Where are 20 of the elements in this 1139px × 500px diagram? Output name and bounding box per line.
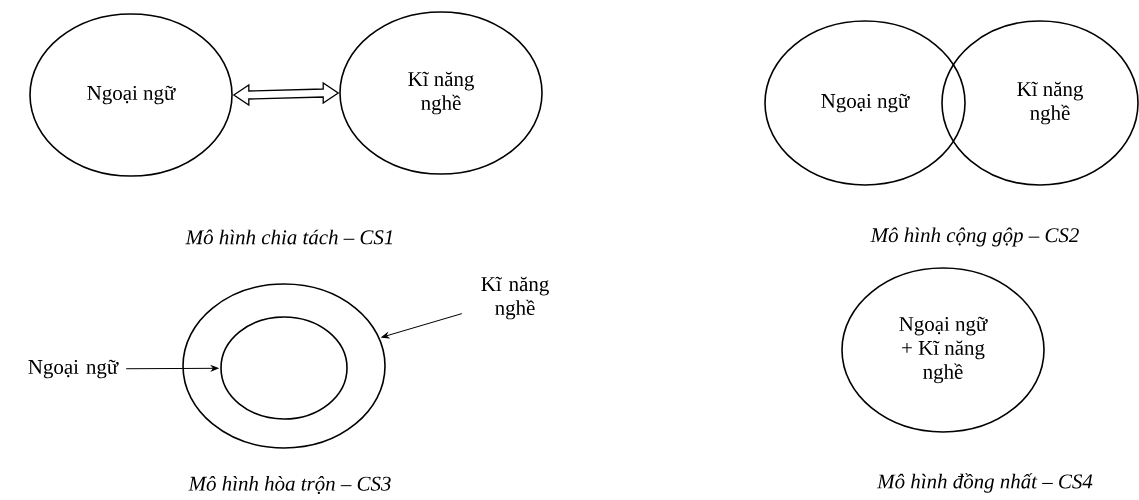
ellipse xyxy=(941,20,1139,186)
caption: Mô hình hòa trộn – CS3 xyxy=(188,476,391,494)
ellipse xyxy=(29,13,233,177)
leader-line xyxy=(125,365,219,372)
caption: Mô hình cộng gộp – CS2 xyxy=(870,227,1079,247)
node-text: Ngoại ngữ + Kĩ năng nghề xyxy=(899,316,988,384)
node-text: Kĩ năng nghề xyxy=(408,71,474,115)
text-label: Kĩ năng nghề xyxy=(481,276,549,320)
ellipse xyxy=(841,267,1045,433)
leader-line xyxy=(381,313,463,339)
node-text: Kĩ năng nghề xyxy=(1017,81,1083,125)
ellipse xyxy=(764,20,966,186)
ellipse xyxy=(220,316,348,420)
node-text: Ngoại ngữ xyxy=(821,93,910,113)
caption: Mô hình chia tách – CS1 xyxy=(185,229,393,245)
ellipse xyxy=(182,283,386,449)
node-text: Ngoại ngữ xyxy=(87,85,176,105)
caption: Mô hình đồng nhất – CS4 xyxy=(876,473,1093,493)
ellipse xyxy=(339,11,543,175)
text-label: Ngoại ngữ xyxy=(28,359,119,379)
